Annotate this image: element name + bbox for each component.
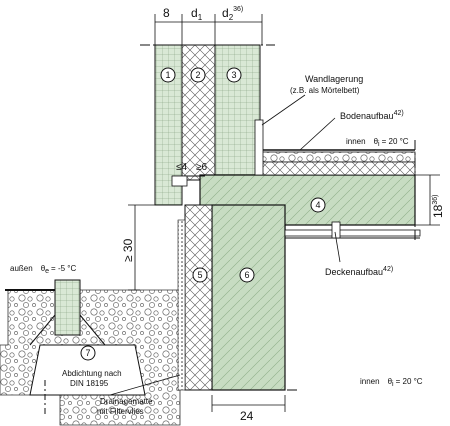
dim-ge30: ≥ 30: [121, 238, 135, 262]
label-abdichtung-din: DIN 18195: [70, 379, 109, 388]
dim-le4: ≤4: [176, 162, 187, 173]
floor-insulation: [261, 161, 416, 176]
dim-18: 1836): [431, 195, 445, 218]
label-bodenaufbau: Bodenaufbau42): [340, 110, 404, 121]
dim-24: 24: [240, 409, 254, 423]
label-wandlagerung: Wandlagerung: [305, 74, 363, 84]
insulation-layer-2: [181, 44, 216, 181]
dim-d2: d236): [222, 6, 243, 22]
dim-8: 8: [163, 6, 170, 20]
svg-text:3: 3: [232, 70, 237, 80]
callout-1: 1: [160, 67, 176, 83]
svg-text:1: 1: [166, 70, 171, 80]
masonry-pillar: [54, 279, 81, 336]
label-abdichtung: Abdichtung nach: [62, 369, 122, 378]
svg-text:5: 5: [198, 270, 203, 280]
callout-5: 5: [192, 267, 208, 283]
svg-text:6: 6: [245, 270, 250, 280]
floor-screed: [261, 151, 416, 163]
drainage-mat: [177, 219, 186, 391]
masonry-layer-3: [214, 44, 261, 176]
callout-3: 3: [226, 67, 242, 83]
label-deckenaufbau: Deckenaufbau42): [325, 266, 393, 277]
ceiling-layer: [284, 229, 421, 237]
label-filtervlies: mit Filtervlies: [97, 407, 144, 416]
callout-2: 2: [190, 67, 206, 83]
dim-d1: d1: [191, 6, 203, 22]
perimeter-insulation: [184, 204, 213, 391]
callout-4: 4: [310, 197, 326, 213]
svg-text:4: 4: [316, 200, 321, 210]
label-wandlagerung-sub: (z.B. als Mörtelbett): [290, 86, 360, 95]
callout-6: 6: [239, 267, 255, 283]
label-drainagematte: Drainagematte: [100, 397, 153, 406]
sealing-area: [29, 344, 146, 396]
concrete-wall: [211, 204, 286, 391]
svg-text:7: 7: [86, 348, 91, 358]
callout-7: 7: [80, 345, 96, 361]
dim-ge6: ≥6: [196, 162, 207, 173]
svg-text:2: 2: [196, 70, 201, 80]
